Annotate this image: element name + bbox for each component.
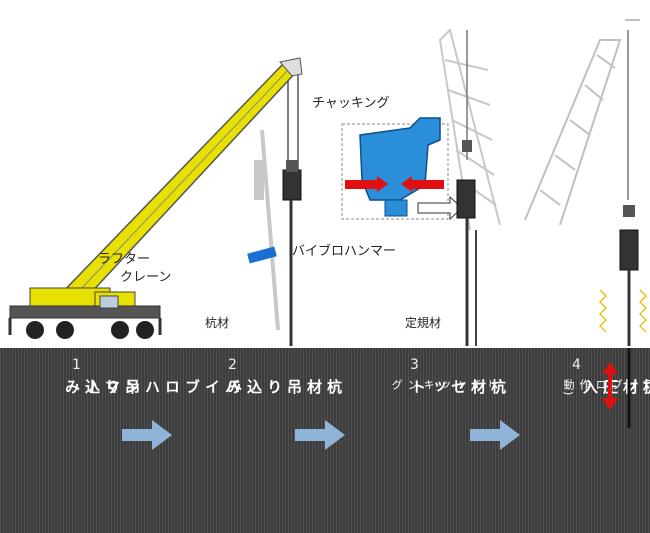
vibro-hammer-pointer — [247, 246, 277, 264]
vibration-right — [638, 289, 648, 333]
step-number: 4 — [572, 357, 581, 373]
step-number: 2 — [228, 357, 237, 373]
step-title: バイブロハンマー — [83, 379, 241, 395]
illustration — [8, 19, 648, 346]
step-number: 3 — [410, 357, 419, 373]
step-arrow-1 — [122, 420, 172, 450]
step-title-2: 吊り込み — [63, 379, 141, 395]
chucking-label: チャッキング — [312, 96, 390, 111]
step-number: 1 — [72, 357, 81, 373]
step-arrow-3 — [470, 420, 520, 450]
step-arrow-2 — [295, 420, 345, 450]
step-subtitle: (バイブロ作動) — [562, 379, 650, 397]
step-title: 杭材吊り込み — [225, 379, 343, 395]
rafter-label-line1: ラフター — [98, 252, 151, 267]
ghost-hammer-2 — [254, 160, 264, 200]
vibration-left — [598, 289, 608, 333]
rafter-label-line2: クレーン — [120, 270, 172, 285]
hammer-4 — [619, 205, 639, 271]
step-subtitle: ~チャッキング — [390, 379, 497, 391]
press-in-arrow — [602, 348, 631, 428]
pile-label: 杭材 — [205, 316, 230, 330]
vibro-hammer-label: バイブロハンマー — [292, 244, 397, 259]
guide-label: 定規材 — [405, 316, 442, 330]
detail-arrow — [417, 195, 463, 221]
ghost-crane-4 — [524, 19, 640, 226]
step-title: 杭材セット — [409, 379, 507, 395]
ghost-pile-2 — [260, 129, 280, 331]
crane-body — [8, 287, 162, 339]
